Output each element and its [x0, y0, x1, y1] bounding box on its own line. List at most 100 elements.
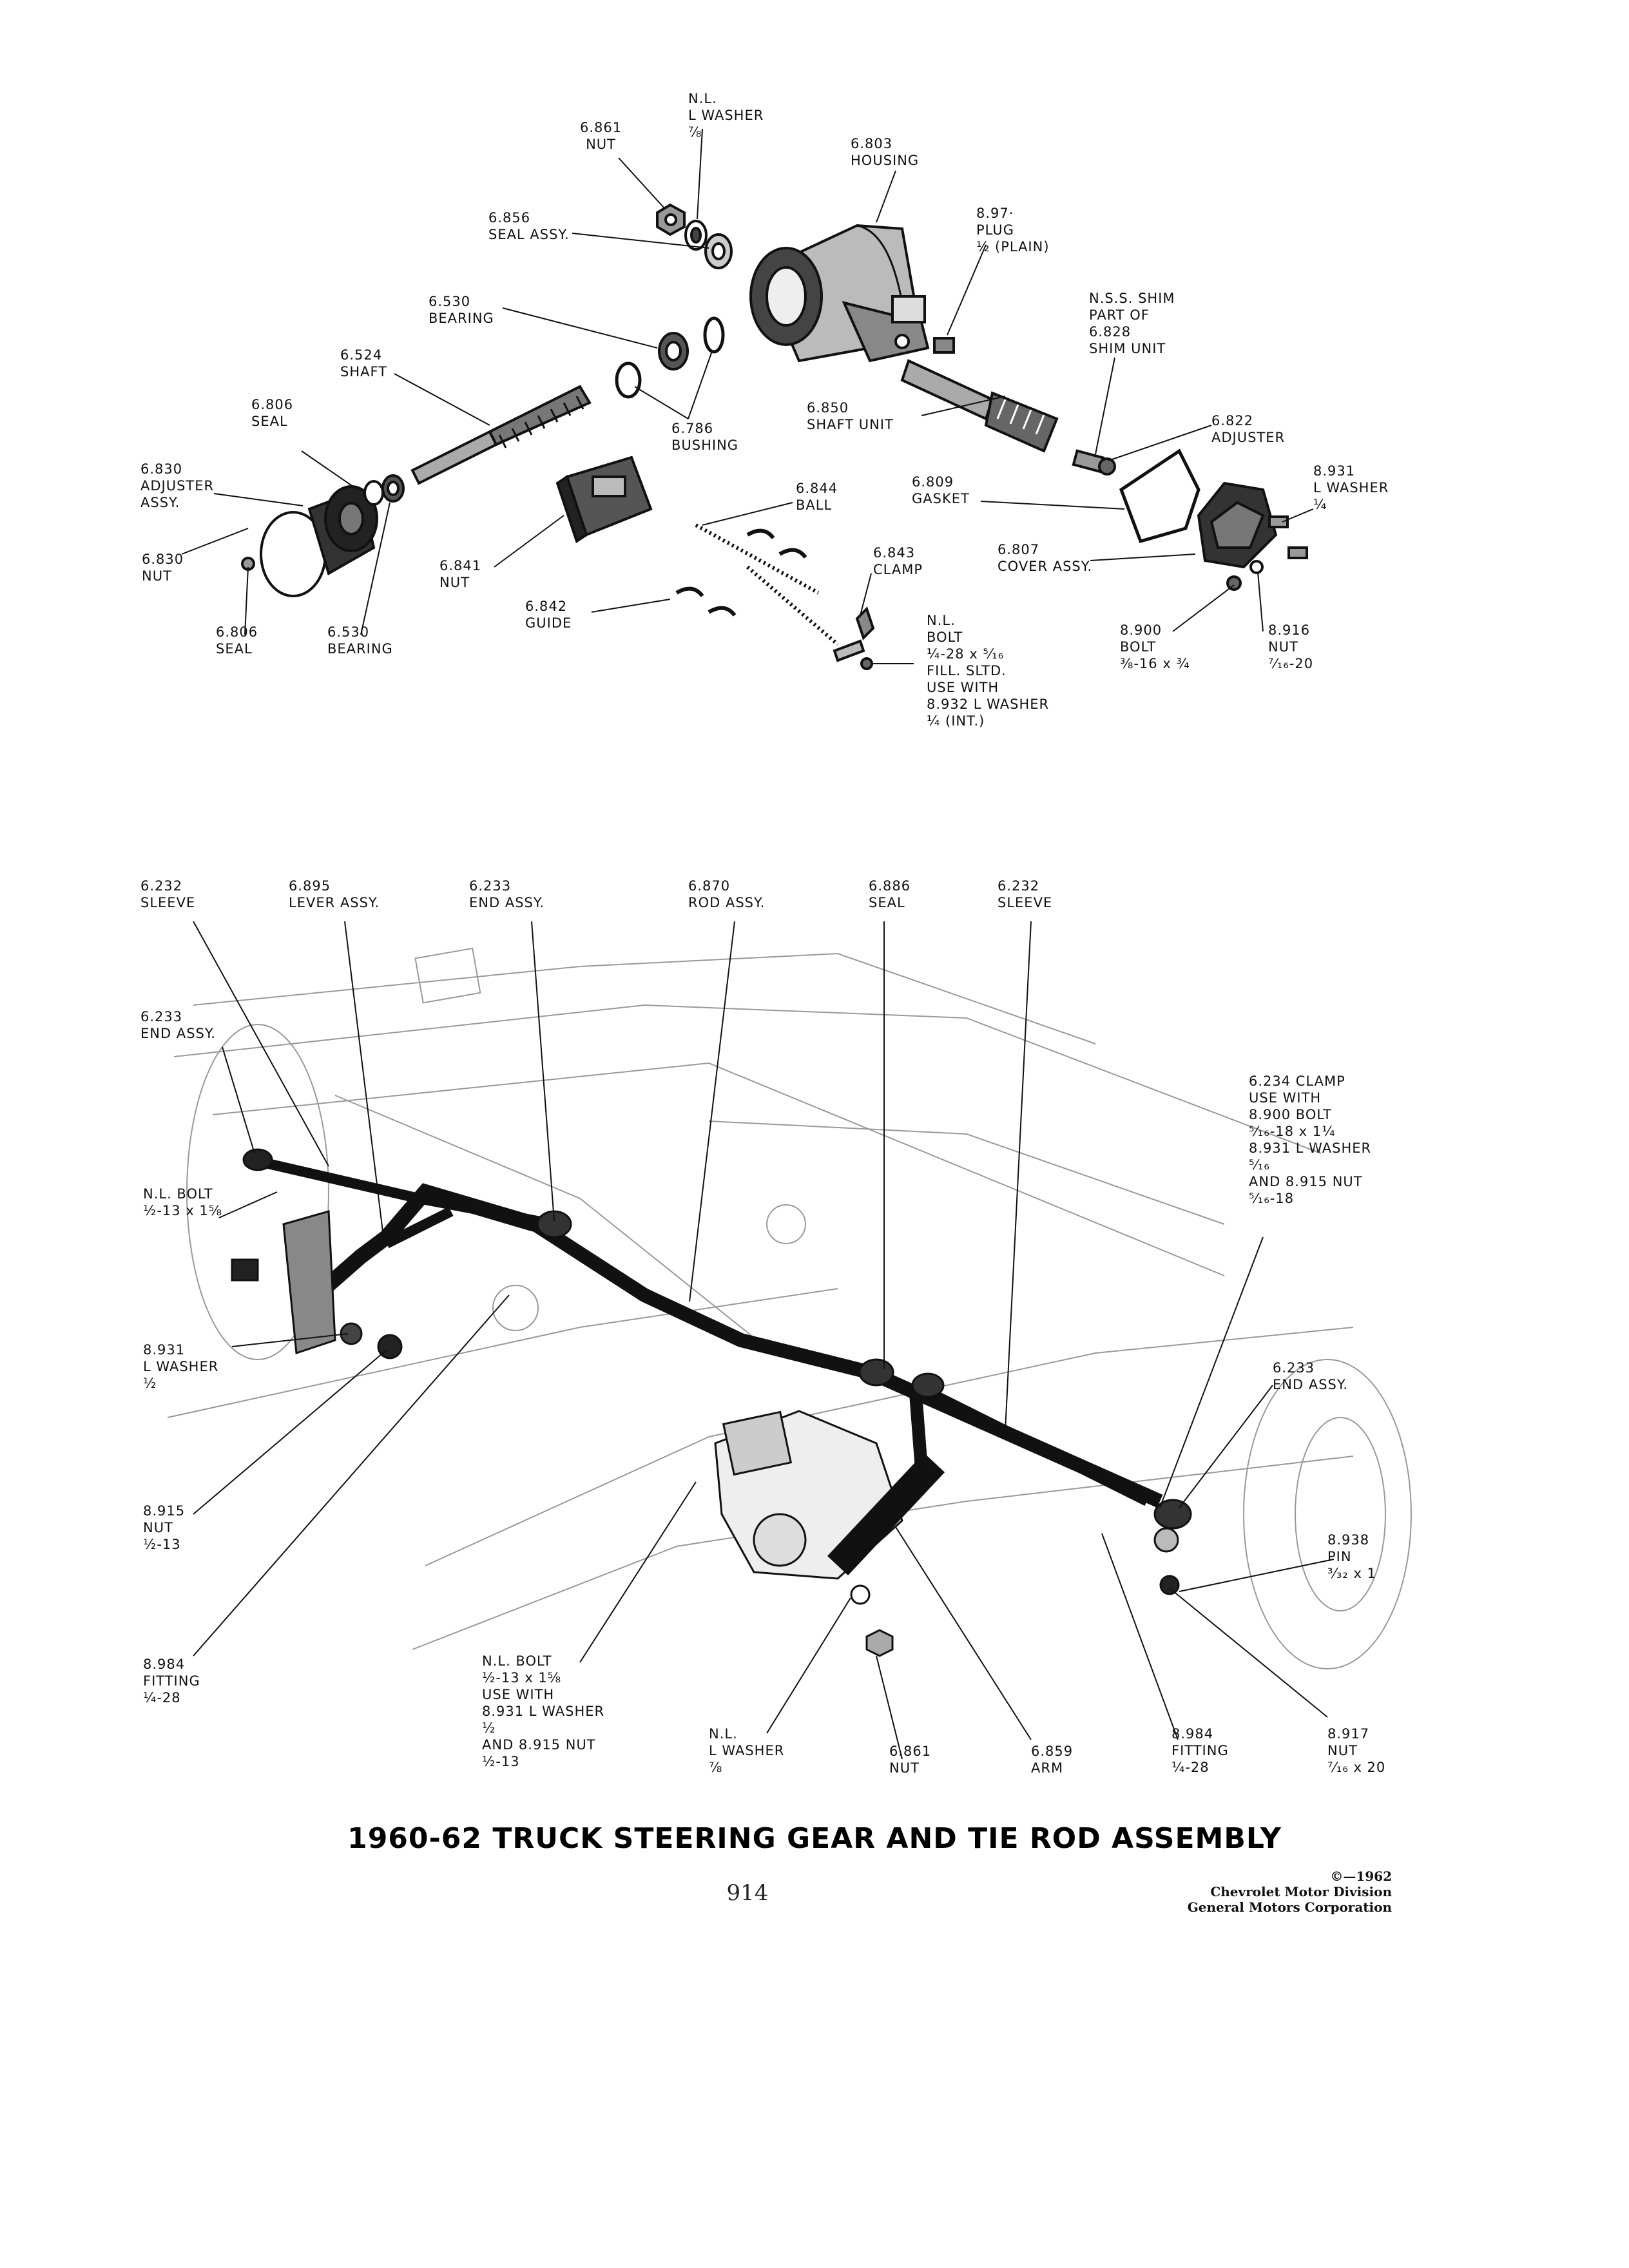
page-title: 1960-62 TRUCK STEERING GEAR AND TIE ROD … [347, 1822, 1282, 1855]
worm-shaft-drawing [410, 385, 592, 485]
callout-line: 6.530 [327, 624, 370, 640]
callout-line: BEARING [327, 641, 393, 657]
callout-line: END ASSY. [140, 1026, 217, 1041]
callout-line: 6.806 [251, 397, 294, 412]
lever-assy-drawing [304, 1183, 537, 1308]
callout-line: 6.895 [289, 878, 331, 894]
clamp-drawing [833, 606, 875, 670]
callout-line: FITTING [1171, 1743, 1229, 1758]
callout-line: CLAMP [873, 562, 923, 577]
callout-line: 8.931 L WASHER [482, 1704, 605, 1719]
callout-line: BALL [796, 497, 833, 513]
callout-line: COVER ASSY. [998, 559, 1092, 574]
page-number: 914 [726, 1880, 769, 1906]
callout-line: ½-13 x 1⅝ [482, 1670, 562, 1686]
ball-joints [242, 1148, 1192, 1657]
callout-line: N.L. [709, 1726, 738, 1742]
callout-line: 6.806 [216, 624, 258, 640]
callout-line: 6.841 [439, 558, 482, 573]
callout-line: BOLT [1120, 639, 1157, 655]
callout-line: GASKET [912, 491, 970, 506]
callout-line: ⁵⁄₁₆-18 x 1¼ [1249, 1124, 1336, 1139]
callout-line: 8.984 [1171, 1726, 1214, 1742]
callout-line: ½-13 [482, 1754, 520, 1769]
callout-line: ROD ASSY. [688, 895, 766, 910]
callout-line: 8.931 [1313, 463, 1356, 479]
callout-line: BOLT [927, 629, 963, 645]
callout-line: NUT [142, 568, 172, 584]
callout-line: NUT [889, 1760, 920, 1776]
callout-line: 8.900 [1120, 622, 1162, 638]
ball-chains [695, 523, 839, 646]
callout-line: 8.915 [143, 1503, 186, 1519]
callout-line: 8.931 L WASHER [1249, 1140, 1372, 1156]
callout-line: ¼-28 [1171, 1760, 1210, 1775]
housing-drawing [749, 224, 930, 363]
callout-line: USE WITH [482, 1687, 555, 1702]
callout-line: BUSHING [671, 437, 739, 453]
callout-line: ⁷⁄₁₆-20 [1268, 656, 1314, 671]
callout-line: NUT [439, 575, 470, 590]
callout-line: 8.938 [1327, 1532, 1370, 1548]
callout-line: 6.530 [429, 294, 471, 309]
callout-line: 6.233 [469, 878, 512, 894]
callout-line: 8.916 [1268, 622, 1311, 638]
callout-line: NUT [1268, 639, 1298, 655]
callout-line: SHAFT UNIT [807, 417, 894, 432]
callout-line: AND 8.915 NUT [1249, 1174, 1363, 1189]
adjuster-assy-drawing [241, 474, 405, 597]
right-tie-rod [912, 1380, 1150, 1506]
callout-line: 8.984 [143, 1657, 186, 1672]
callout-line: END ASSY. [469, 895, 545, 910]
callout-line: ARM [1031, 1760, 1064, 1776]
bottom-leader-lines [193, 921, 1335, 1760]
callout-line: 6.234 CLAMP [1249, 1073, 1345, 1089]
cover-drawing [1197, 481, 1278, 569]
ball-nut-drawing [555, 456, 653, 544]
gasket-drawing [1119, 448, 1200, 544]
adjuster-screw [1072, 449, 1116, 476]
callout-line: 6.842 [525, 599, 568, 614]
callout-line: ½ [482, 1720, 496, 1736]
callout-line: 6.524 [340, 347, 383, 363]
callout-line: ½-13 [143, 1537, 181, 1552]
sector-shaft-drawing [900, 359, 1059, 453]
plug-drawing [933, 337, 955, 354]
callout-line: 6.233 [140, 1009, 183, 1024]
callout-line: BEARING [429, 311, 494, 326]
callout-line: ADJUSTER [1211, 430, 1286, 445]
callout-line: 6.886 [869, 878, 911, 894]
copyright-block: ©—1962 Chevrolet Motor Division General … [1070, 1869, 1392, 1915]
callout-line: SLEEVE [140, 895, 196, 910]
callout-line: L WASHER [688, 108, 764, 123]
callout-line: 6.843 [873, 545, 916, 561]
callout-line: 6.861 [889, 1744, 932, 1759]
callout-line: ¼-28 x ⁵⁄₁₆ [927, 646, 1005, 662]
callout-line: N.L. BOLT [482, 1653, 552, 1669]
callout-line: ⅜-16 x ¾ [1120, 656, 1190, 671]
callout-line: 6.822 [1211, 413, 1254, 428]
callout-line: 8.932 L WASHER [927, 697, 1050, 712]
